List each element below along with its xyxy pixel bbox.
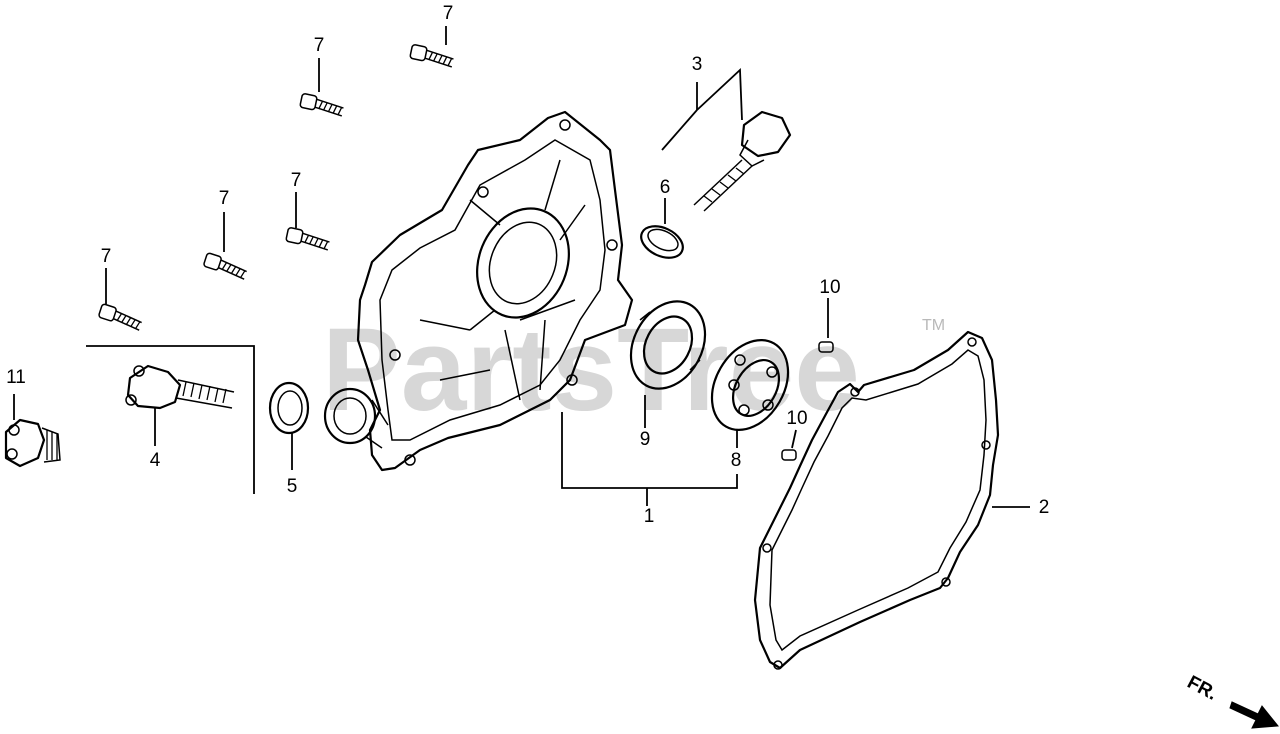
- front-direction-label: FR.: [1184, 672, 1221, 705]
- callout-9: 9: [640, 429, 651, 450]
- crankcase-cover: [323, 110, 634, 472]
- callout-10: 10: [819, 277, 840, 298]
- ball-bearing: [710, 338, 790, 432]
- callout-3: 3: [692, 54, 703, 75]
- callout-10: 10: [786, 408, 807, 429]
- leader-lines: [13, 26, 1030, 508]
- callout-7: 7: [443, 3, 454, 24]
- cover-gasket: [753, 330, 1000, 670]
- flange-bolt: [284, 226, 332, 251]
- direction-arrow-icon: [1229, 701, 1279, 729]
- flange-bolt: [408, 43, 456, 68]
- oil-filler-cap: [693, 110, 792, 212]
- drain-plug: [4, 418, 61, 468]
- callout-7: 7: [219, 188, 230, 209]
- o-ring: [640, 225, 684, 259]
- watermark-text: PartsTree: [322, 304, 860, 436]
- dowel-pin: [781, 449, 797, 461]
- callout-1: 1: [644, 506, 655, 527]
- flange-bolt: [298, 92, 346, 117]
- callout-6: 6: [660, 177, 671, 198]
- callout-5: 5: [287, 476, 298, 497]
- front-direction-marker: FR.: [1184, 672, 1279, 729]
- flange-bolt: [202, 251, 250, 280]
- callout-7: 7: [291, 170, 302, 191]
- callout-labels: 1 2 3 4 5 6 7 7 7 7 7 8 9 10 10 11: [6, 3, 1049, 527]
- callout-8: 8: [731, 450, 742, 471]
- callout-2: 2: [1039, 497, 1050, 518]
- callout-4: 4: [150, 450, 161, 471]
- watermark-trademark: TM: [922, 317, 945, 334]
- oil-seal: [629, 300, 707, 390]
- callout-7: 7: [314, 35, 325, 56]
- callout-7: 7: [101, 246, 112, 267]
- callout-11: 11: [6, 367, 26, 388]
- oil-level-gauge: [125, 364, 235, 410]
- flange-bolt: [97, 302, 145, 331]
- seal-ring: [268, 381, 310, 435]
